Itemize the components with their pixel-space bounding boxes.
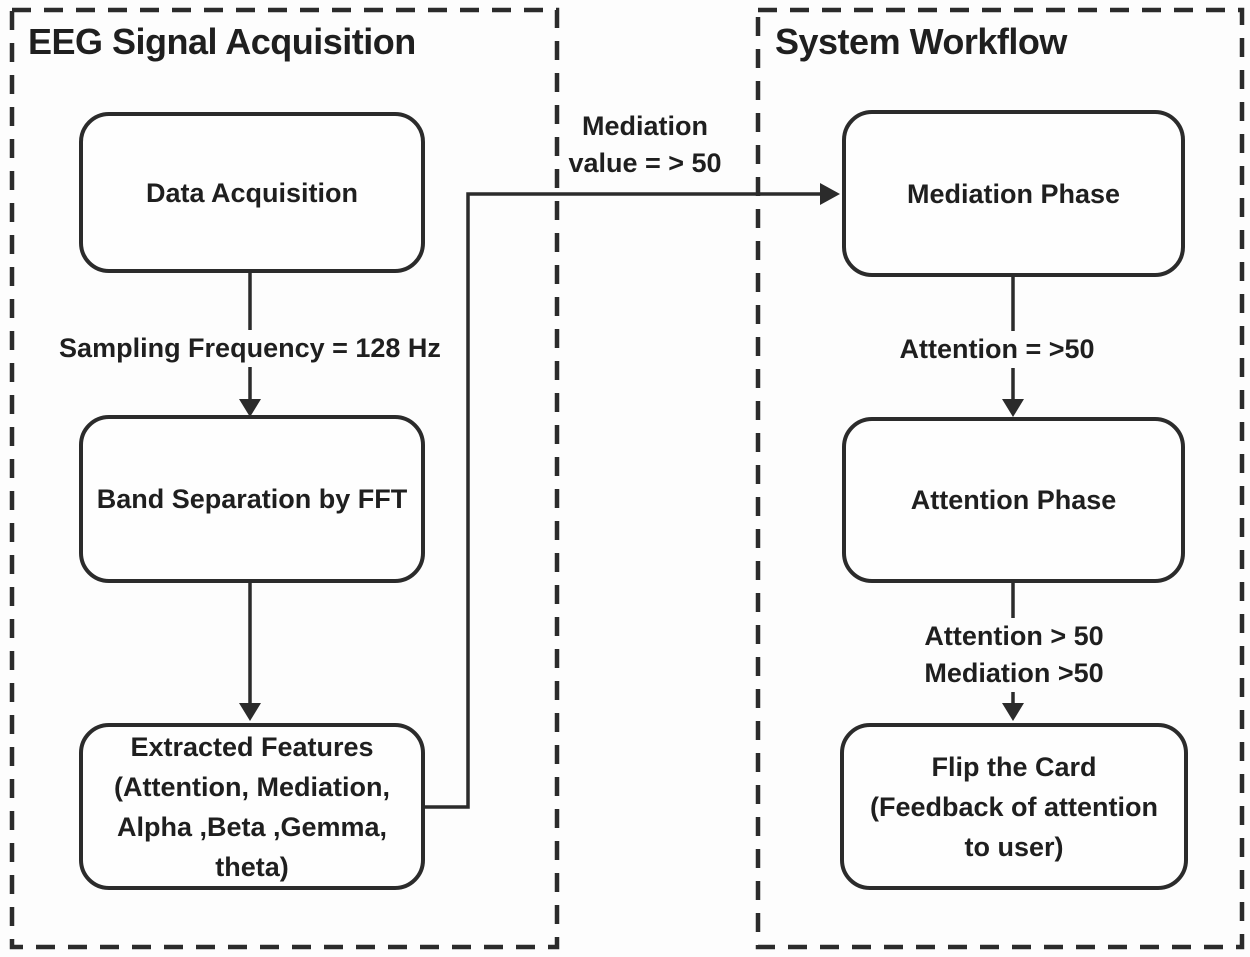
left-panel-title: EEG Signal Acquisition	[28, 21, 416, 62]
arrowhead-flipcard	[1002, 703, 1024, 721]
edge-label-line: Attention = >50	[899, 334, 1095, 364]
node-label: Band Separation by FFT	[96, 484, 408, 514]
edge-label-line: Attention > 50	[924, 621, 1104, 651]
arrowhead-mediationphase	[820, 183, 840, 205]
edge-label-line: Mediation	[582, 111, 708, 141]
arrowhead-attentionphase	[1002, 399, 1024, 417]
node-label: (Attention, Mediation,	[114, 771, 390, 802]
right-panel-title: System Workflow	[775, 21, 1067, 62]
right-panel-border	[755, 7, 1245, 950]
node-label: Flip the Card	[931, 751, 1097, 782]
edge-label-line: Sampling Frequency = 128 Hz	[59, 333, 441, 363]
edge-label-sampling-frequency: Sampling Frequency = 128 Hz	[40, 330, 460, 367]
edge-label-line: Mediation >50	[924, 658, 1104, 688]
node-label: theta)	[215, 851, 289, 882]
arrowhead-features	[239, 703, 261, 721]
node-label: Extracted Features	[130, 731, 374, 762]
node-label: to user)	[964, 831, 1064, 862]
node-extracted-features: Extracted Features (Attention, Mediation…	[79, 723, 425, 890]
node-label: Alpha ,Beta ,Gemma,	[116, 811, 388, 842]
node-band-separation: Band Separation by FFT	[79, 415, 425, 583]
node-label: Mediation Phase	[906, 178, 1121, 209]
node-label: (Feedback of attention	[869, 791, 1159, 822]
node-label: Attention Phase	[910, 485, 1117, 515]
node-flip-the-card: Flip the Card (Feedback of attention to …	[840, 723, 1188, 890]
edge-features-to-mediationphase	[425, 192, 820, 809]
left-panel-border	[9, 7, 560, 950]
node-attention-phase: Attention Phase	[842, 417, 1185, 583]
node-mediation-phase: Mediation Phase	[842, 110, 1185, 277]
edge-label-attention-mediation-50: Attention > 50 Mediation >50	[894, 618, 1134, 692]
arrowhead-bandsep	[239, 399, 261, 417]
node-data-acquisition: Data Acquisition	[79, 112, 425, 273]
edge-label-line: value = > 50	[568, 148, 722, 178]
edge-label-attention-equals-50: Attention = >50	[887, 331, 1107, 368]
edge-label-mediation-value: Mediation value = > 50	[545, 108, 745, 182]
node-label: Data Acquisition	[145, 177, 359, 208]
